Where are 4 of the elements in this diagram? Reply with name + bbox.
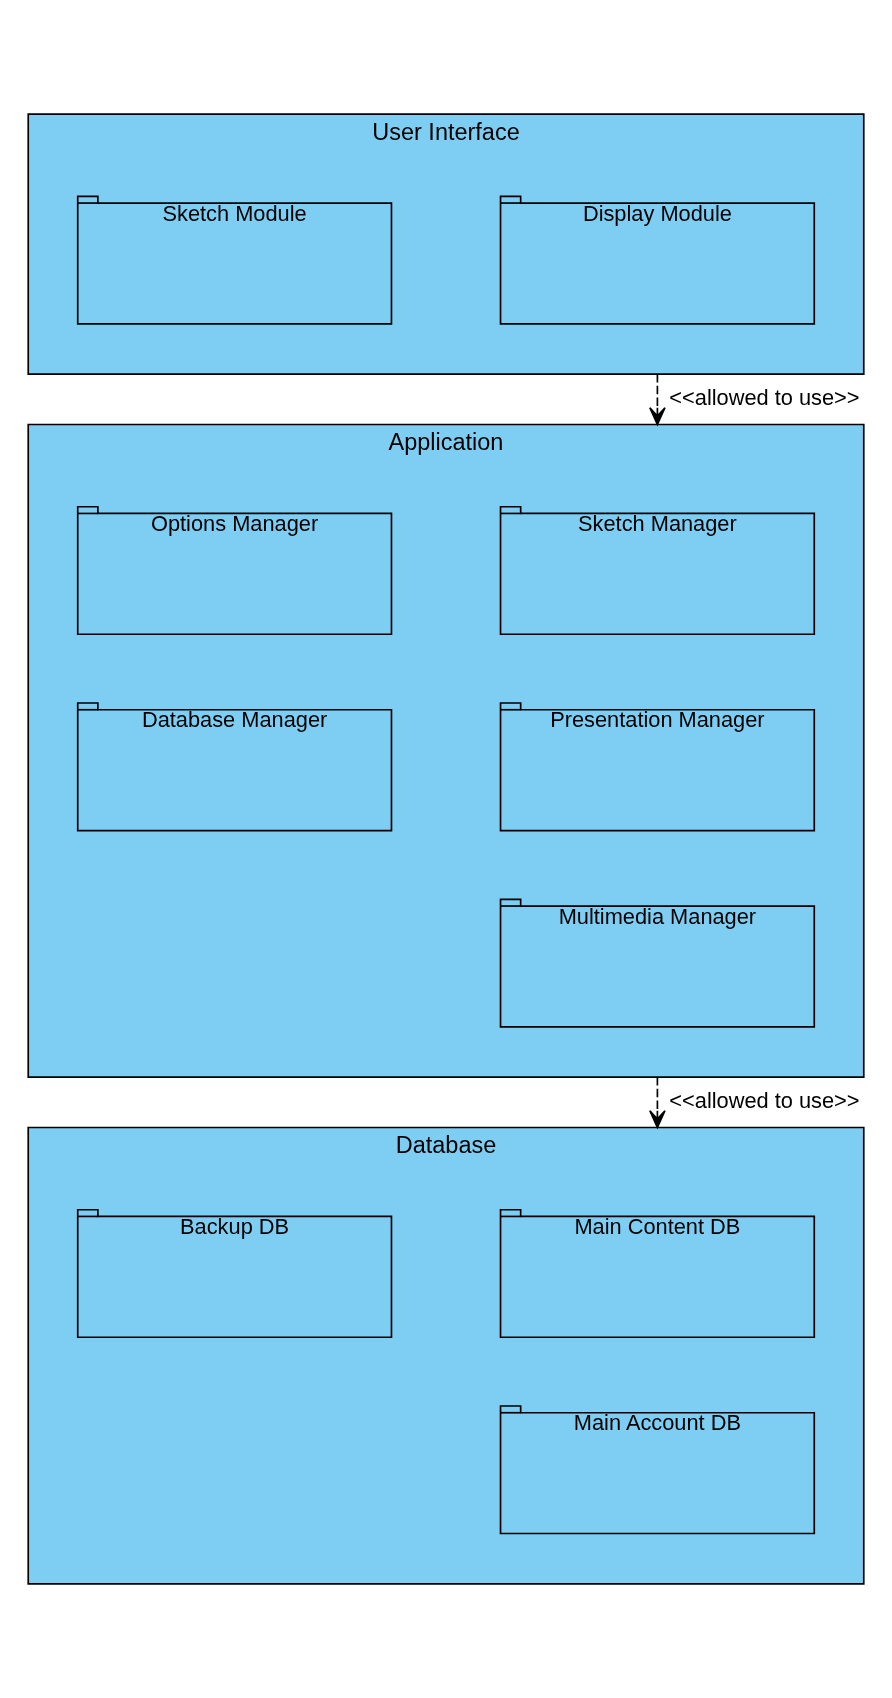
edge-label: <<allowed to use>> bbox=[669, 385, 860, 411]
edge-label: <<allowed to use>> bbox=[669, 1088, 860, 1114]
arrow bbox=[649, 1076, 666, 1129]
arrow bbox=[649, 373, 666, 426]
